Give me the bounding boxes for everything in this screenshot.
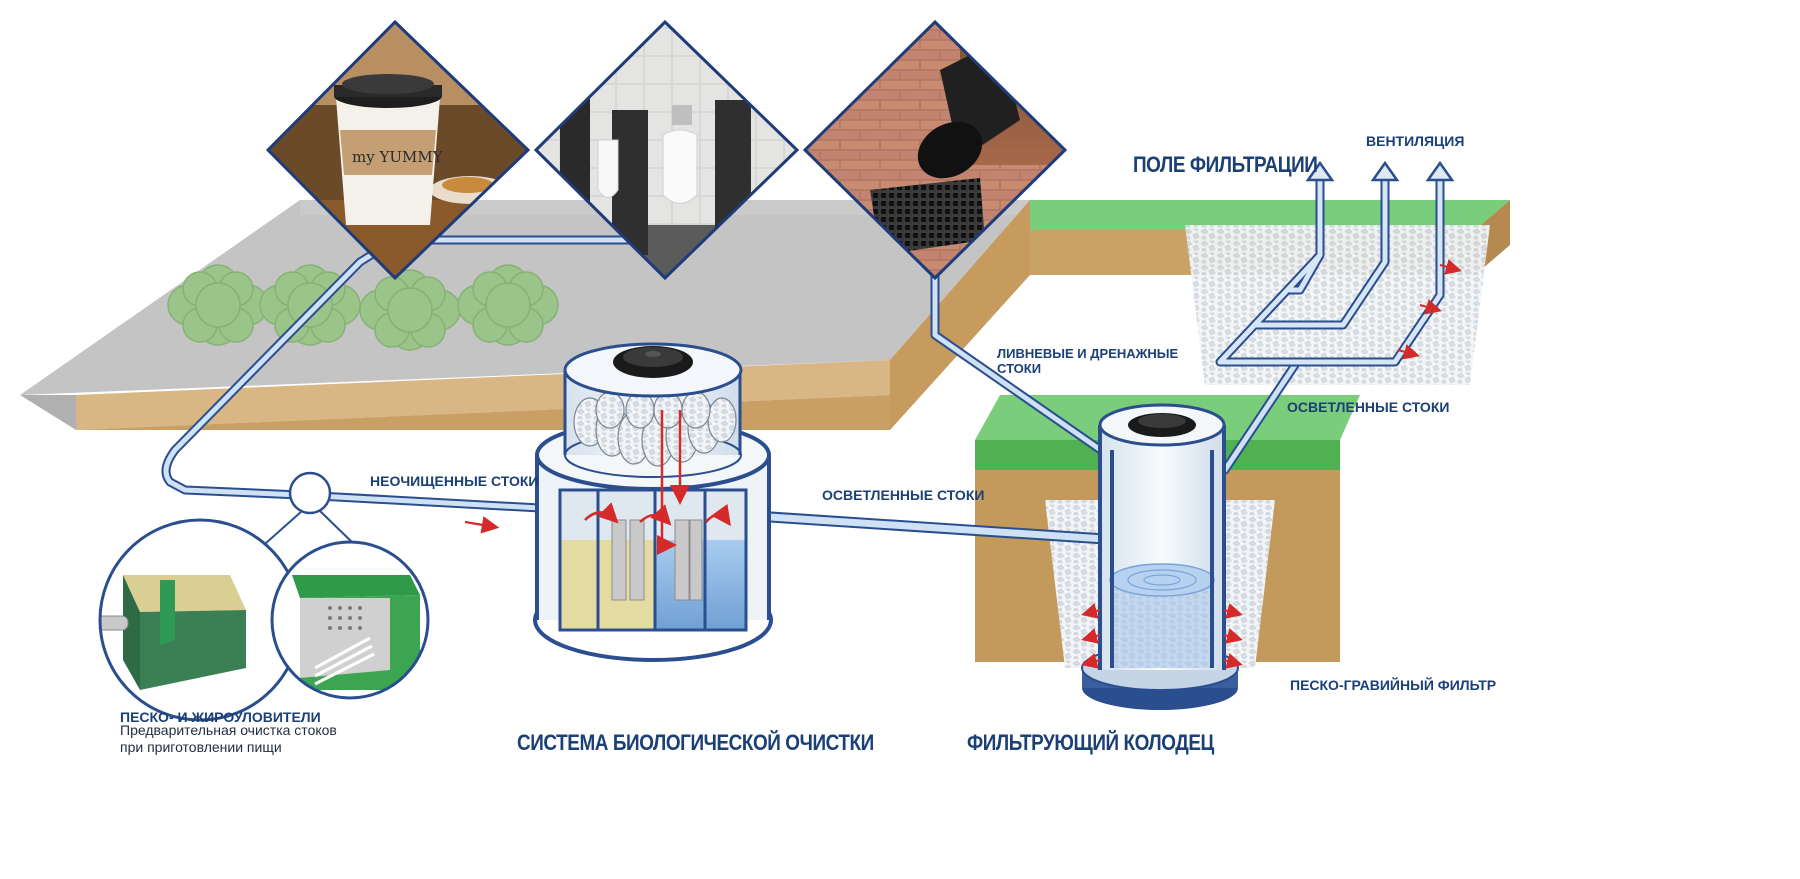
filter-well xyxy=(1081,403,1243,710)
grease-trap-illustration-2 xyxy=(270,540,430,700)
vent-cap xyxy=(1370,160,1400,182)
label-grease-traps: ПЕСКО- И ЖИРОУЛОВИТЕЛИ xyxy=(120,709,321,725)
label-clarified-right: ОСВЕТЛЕННЫЕ СТОКИ xyxy=(1287,399,1450,415)
label-ventilation: ВЕНТИЛЯЦИЯ xyxy=(1366,133,1465,149)
bush xyxy=(167,264,269,346)
bush xyxy=(359,269,461,351)
junction-node xyxy=(288,471,332,515)
bushes xyxy=(167,264,559,351)
label-untreated: НЕОЧИЩЕННЫЕ СТОКИ xyxy=(370,473,539,489)
vent-cap xyxy=(1425,160,1455,182)
callout-line xyxy=(319,510,356,546)
label-sand-gravel-filter: ПЕСКО-ГРАВИЙНЫЙ ФИЛЬТР xyxy=(1290,677,1497,693)
label-filtration-field: ПОЛЕ ФИЛЬТРАЦИИ xyxy=(1133,152,1318,177)
cup-brand-text: my YUMMY xyxy=(352,148,444,166)
grease-trap-illustration-1 xyxy=(98,518,302,722)
vent-cap xyxy=(1305,160,1335,182)
vent-caps xyxy=(1305,160,1455,182)
bio-treatment-unit xyxy=(533,342,773,662)
grease-traps-description: Предварительная очистка стоков при приго… xyxy=(120,722,337,755)
label-filter-well: ФИЛЬТРУЮЩИЙ КОЛОДЕЦ xyxy=(967,730,1214,755)
label-storm-drainage: ЛИВНЕВЫЕ И ДРЕНАЖНЫЕ СТОКИ xyxy=(997,346,1179,376)
field-flow-arrows xyxy=(1397,259,1462,360)
inflow-arrow xyxy=(464,516,500,534)
label-bio-system: СИСТЕМА БИОЛОГИЧЕСКОЙ ОЧИСТКИ xyxy=(517,730,874,755)
bush xyxy=(457,264,559,346)
label-clarified-mid: ОСВЕТЛЕННЫЕ СТОКИ xyxy=(822,487,985,503)
